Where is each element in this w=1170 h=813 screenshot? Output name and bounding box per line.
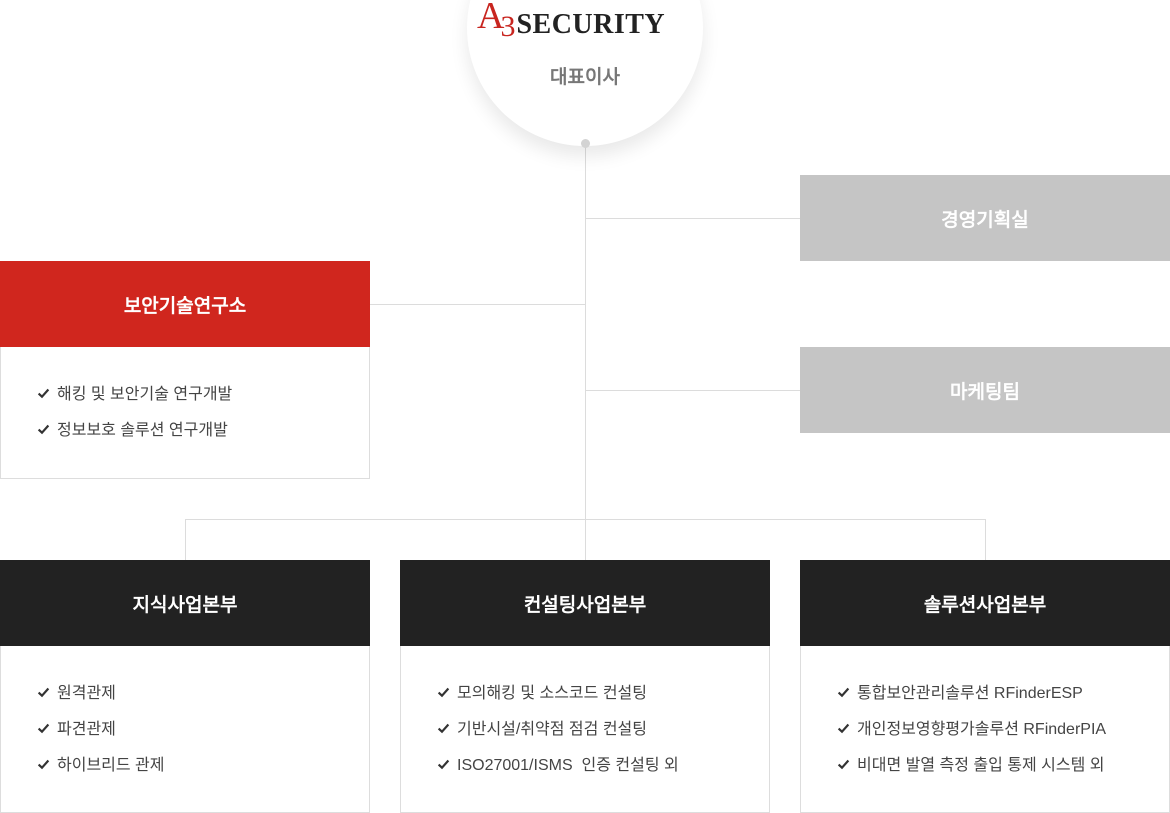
connector-knowledge [185,519,186,560]
marketing-team-box: 마케팅팀 [800,347,1170,433]
check-icon [837,723,850,734]
list-item: 비대면 발열 측정 출입 통제 시스템 외 [837,756,1169,792]
security-lab-header: 보안기술연구소 [0,261,370,347]
list-item: ISO27001/ISMS 인증 컨설팅 외 [437,756,769,792]
consulting-division-list: 모의해킹 및 소스코드 컨설팅 기반시설/취약점 점검 컨설팅 ISO27001… [437,684,769,792]
check-icon [37,424,50,435]
list-item: 원격관제 [37,684,369,720]
connector-bottom-bar [185,519,986,520]
solution-division-label: 솔루션사업본부 [923,594,1047,616]
list-item: 통합보안관리솔루션 RFinderESP [837,684,1169,720]
check-icon [837,759,850,770]
list-item: 모의해킹 및 소스코드 컨설팅 [437,684,769,720]
a3-security-logo: A3 SECURITY [477,0,666,46]
list-item: 개인정보영향평가솔루션 RFinderPIA [837,720,1169,756]
connector-planning [585,218,800,219]
list-item: 해킹 및 보안기술 연구개발 [37,385,369,421]
connector-marketing [585,390,800,391]
list-item: 하이브리드 관제 [37,756,369,792]
connector-solution [985,519,986,560]
check-icon [37,388,50,399]
security-lab-label: 보안기술연구소 [123,295,247,317]
list-item: 파견관제 [37,720,369,756]
knowledge-division-label: 지식사업본부 [132,594,238,616]
knowledge-division-header: 지식사업본부 [0,560,370,646]
list-item: 기반시설/취약점 점검 컨설팅 [437,720,769,756]
connector-dot [581,139,590,148]
solution-division-header: 솔루션사업본부 [800,560,1170,646]
logo-mark: A3 [477,0,515,43]
planning-office-label: 경영기획실 [941,209,1029,231]
check-icon [837,687,850,698]
security-lab-body: 해킹 및 보안기술 연구개발 정보보호 솔루션 연구개발 [0,347,370,479]
knowledge-division-list: 원격관제 파견관제 하이브리드 관제 [37,684,369,792]
check-icon [437,759,450,770]
list-item: 정보보호 솔루션 연구개발 [37,421,369,457]
check-icon [37,687,50,698]
connector-lab [370,304,585,305]
check-icon [437,723,450,734]
security-lab-list: 해킹 및 보안기술 연구개발 정보보호 솔루션 연구개발 [37,385,369,457]
ceo-title: 대표이사 [550,67,620,88]
planning-office-box: 경영기획실 [800,175,1170,261]
check-icon [437,687,450,698]
knowledge-division-body: 원격관제 파견관제 하이브리드 관제 [0,646,370,813]
consulting-division-body: 모의해킹 및 소스코드 컨설팅 기반시설/취약점 점검 컨설팅 ISO27001… [400,646,770,813]
connector-trunk [585,144,586,560]
logo-text: SECURITY [516,9,666,40]
solution-division-list: 통합보안관리솔루션 RFinderESP 개인정보영향평가솔루션 RFinder… [837,684,1169,792]
consulting-division-label: 컨설팅사업본부 [523,594,647,616]
consulting-division-header: 컨설팅사업본부 [400,560,770,646]
check-icon [37,723,50,734]
marketing-team-label: 마케팅팀 [950,381,1020,403]
check-icon [37,759,50,770]
solution-division-body: 통합보안관리솔루션 RFinderESP 개인정보영향평가솔루션 RFinder… [800,646,1170,813]
